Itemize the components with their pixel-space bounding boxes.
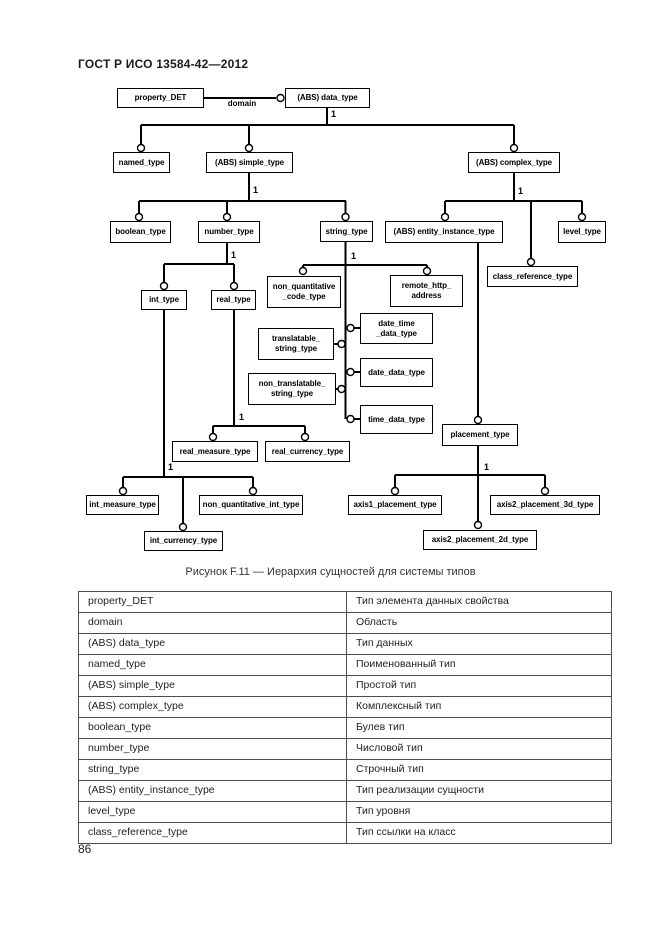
- term-cell: level_type: [79, 802, 347, 822]
- terms-translation-table: property_DET Тип элемента данных свойств…: [78, 591, 612, 844]
- table-row: domain Область: [79, 612, 611, 633]
- term-cell: property_DET: [79, 592, 347, 612]
- node-real-measure-type: real_measure_type: [172, 441, 258, 462]
- term-cell: boolean_type: [79, 718, 347, 738]
- cardinality-label: 1: [518, 186, 524, 196]
- definition-cell: Область: [356, 616, 398, 628]
- table-row: number_type Числовой тип: [79, 738, 611, 759]
- table-row: named_type Поименованный тип: [79, 654, 611, 675]
- figure-caption: Рисунок F.11 — Иерархия сущностей для си…: [185, 566, 476, 578]
- definition-cell: Числовой тип: [356, 742, 423, 754]
- table-row: class_reference_type Тип ссылки на класс: [79, 822, 611, 843]
- term-cell: string_type: [79, 760, 347, 780]
- definition-cell: Тип реализации сущности: [356, 784, 484, 796]
- table-row: (ABS) data_type Тип данных: [79, 633, 611, 654]
- definition-cell: Строчный тип: [356, 763, 424, 775]
- edge-label-domain: domain: [227, 99, 257, 108]
- node-class-reference-type: class_reference_type: [487, 266, 578, 287]
- table-row: string_type Строчный тип: [79, 759, 611, 780]
- node-property-det: property_DET: [117, 88, 204, 108]
- definition-cell: Комплексный тип: [356, 700, 442, 712]
- node-named-type: named_type: [113, 152, 170, 173]
- node-date-data-type: date_data_type: [360, 358, 433, 387]
- node-real-type: real_type: [211, 290, 256, 310]
- node-translatable-string-type: translatable_ string_type: [258, 328, 334, 360]
- term-cell: (ABS) entity_instance_type: [79, 781, 347, 801]
- cardinality-label: 1: [484, 462, 490, 472]
- cardinality-label: 1: [239, 412, 245, 422]
- aggregation-circle-connectors: [118, 93, 587, 532]
- definition-cell: Тип ссылки на класс: [356, 826, 456, 838]
- node-complex-type: (ABS) complex_type: [468, 152, 560, 173]
- term-cell: number_type: [79, 739, 347, 759]
- node-axis2-placement-2d-type: axis2_placement_2d_type: [423, 530, 537, 550]
- definition-cell: Тип уровня: [356, 805, 411, 817]
- node-non-quantitative-int-type: non_quantitative_int_type: [199, 495, 303, 515]
- term-cell: class_reference_type: [79, 823, 347, 843]
- cardinality-label: 1: [351, 251, 357, 261]
- node-non-translatable-string-type: non_translatable_ string_type: [248, 373, 336, 405]
- node-int-measure-type: int_measure_type: [86, 495, 159, 515]
- definition-cell: Простой тип: [356, 679, 417, 691]
- node-int-type: int_type: [141, 290, 187, 310]
- term-cell: named_type: [79, 655, 347, 675]
- table-row: (ABS) entity_instance_type Тип реализаци…: [79, 780, 611, 801]
- table-row: boolean_type Булев тип: [79, 717, 611, 738]
- node-axis1-placement-type: axis1_placement_type: [348, 495, 442, 515]
- definition-cell: Поименованный тип: [356, 658, 456, 670]
- node-simple-type: (ABS) simple_type: [206, 152, 293, 173]
- term-cell: (ABS) data_type: [79, 634, 347, 654]
- diagram-connector-lines: [118, 93, 587, 532]
- definition-cell: Булев тип: [356, 721, 405, 733]
- definition-cell: Тип данных: [356, 637, 413, 649]
- cardinality-label: 1: [253, 185, 259, 195]
- table-row: (ABS) complex_type Комплексный тип: [79, 696, 611, 717]
- term-cell: domain: [79, 613, 347, 633]
- node-int-currency-type: int_currency_type: [144, 531, 223, 551]
- node-non-quantitative-code-type: non_quantitative _code_type: [267, 276, 341, 308]
- node-remote-http-address: remote_http_ address: [390, 275, 463, 307]
- table-row: (ABS) simple_type Простой тип: [79, 675, 611, 696]
- node-entity-instance-type: (ABS) entity_instance_type: [385, 221, 503, 243]
- definition-cell: Тип элемента данных свойства: [356, 595, 509, 607]
- entity-hierarchy-diagram: property_DET (ABS) data_type named_type …: [86, 88, 606, 551]
- node-date-time-data-type: date_time _data_type: [360, 313, 433, 344]
- node-number-type: number_type: [198, 221, 260, 243]
- table-row: level_type Тип уровня: [79, 801, 611, 822]
- node-string-type: string_type: [320, 221, 373, 242]
- cardinality-label: 1: [168, 462, 174, 472]
- node-level-type: level_type: [558, 221, 606, 243]
- page-number: 86: [78, 842, 92, 856]
- term-cell: (ABS) complex_type: [79, 697, 347, 717]
- table-row: property_DET Тип элемента данных свойств…: [79, 592, 611, 612]
- term-cell: (ABS) simple_type: [79, 676, 347, 696]
- cardinality-label: 1: [331, 109, 337, 119]
- node-time-data-type: time_data_type: [360, 405, 433, 434]
- node-placement-type: placement_type: [442, 424, 518, 446]
- document-header: ГОСТ Р ИСО 13584-42—2012: [78, 57, 249, 71]
- node-boolean-type: boolean_type: [110, 221, 171, 243]
- node-data-type: (ABS) data_type: [285, 88, 370, 108]
- cardinality-label: 1: [231, 250, 237, 260]
- node-real-currency-type: real_currency_type: [265, 441, 350, 462]
- node-axis2-placement-3d-type: axis2_placement_3d_type: [490, 495, 600, 515]
